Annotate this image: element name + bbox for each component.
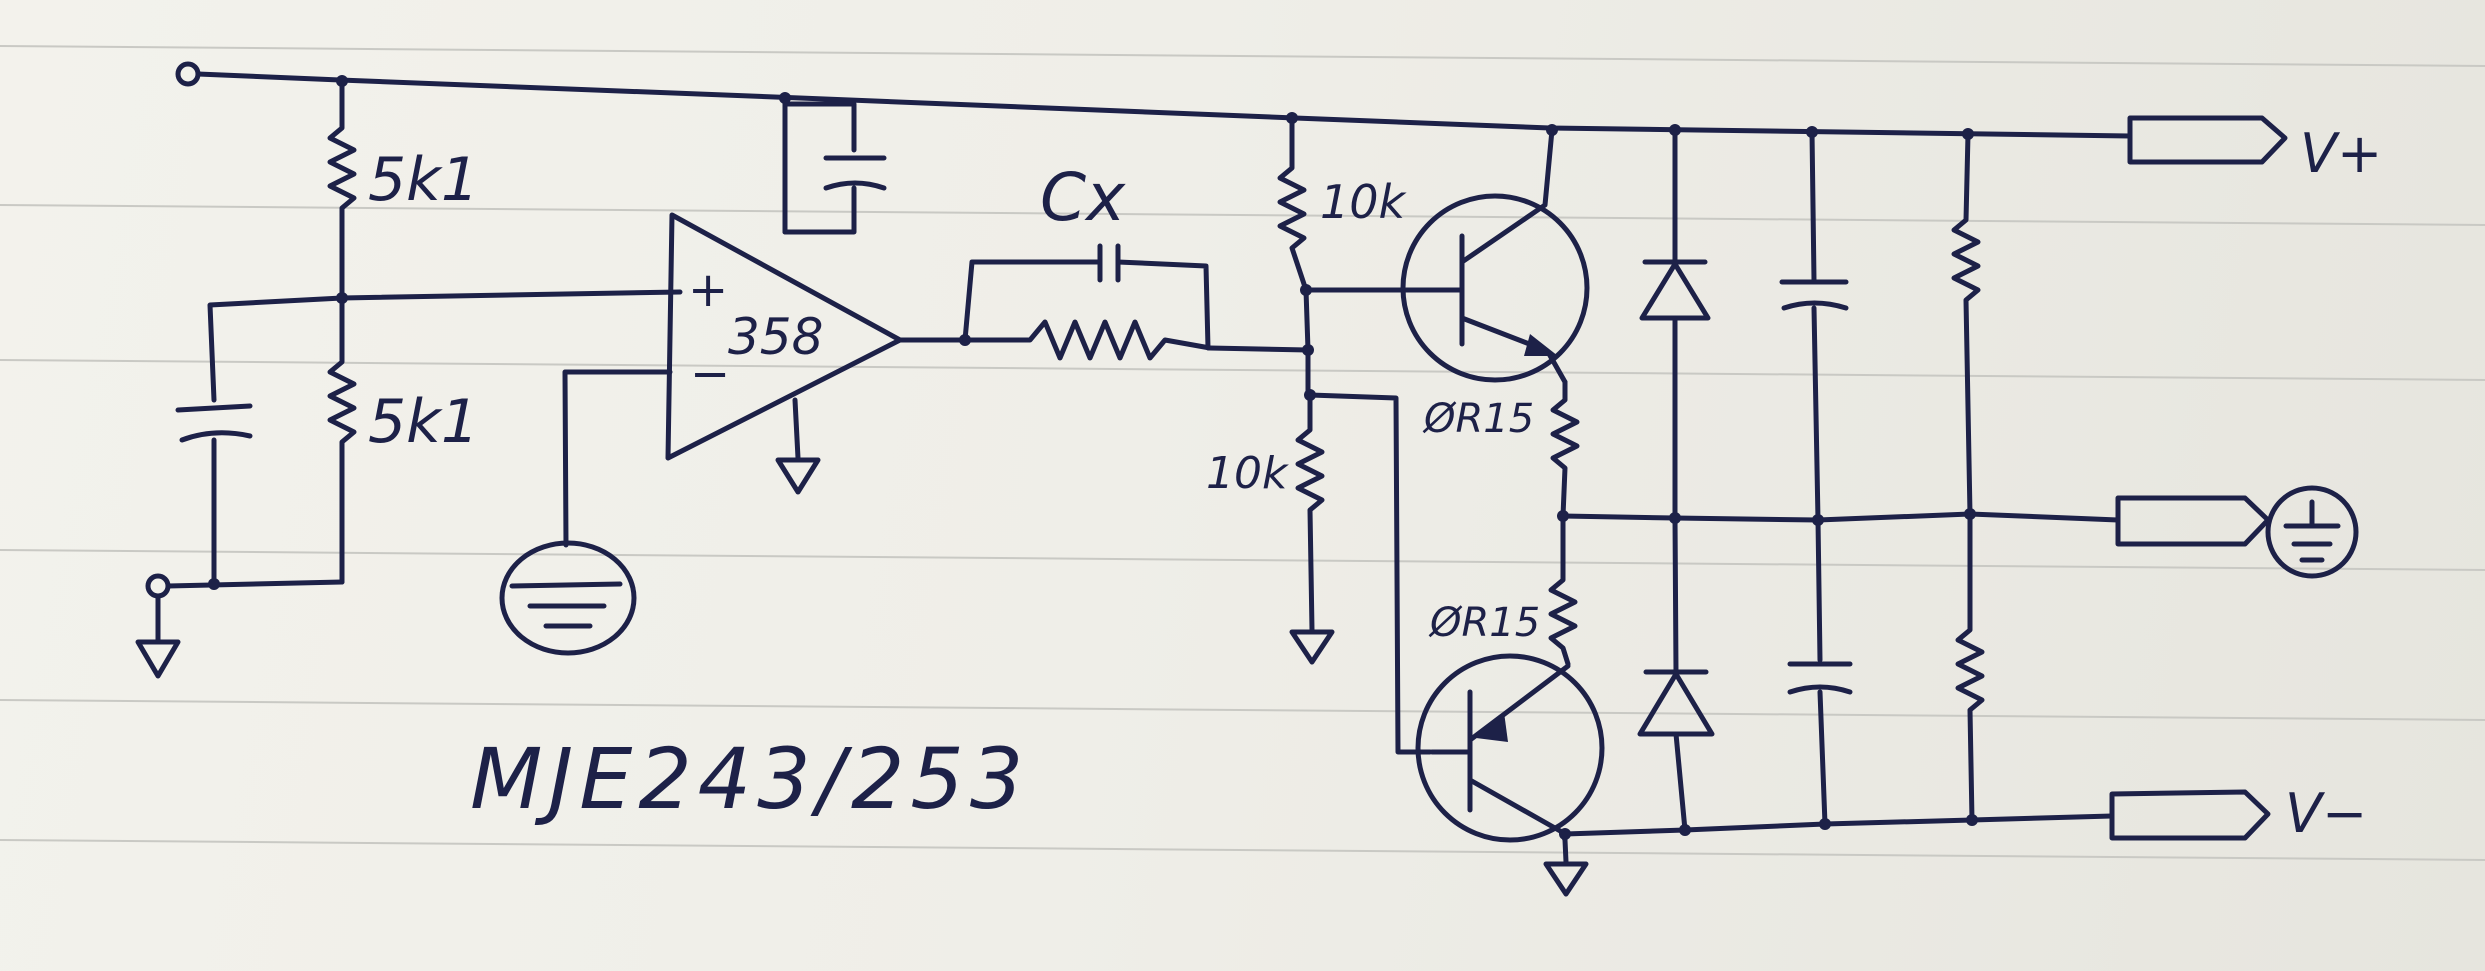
npn-circle: [1400, 193, 1590, 383]
bypass-capacitor: [179, 430, 253, 443]
emitter-resistors: ØR15 ØR15: [1422, 379, 1580, 667]
filter-capacitors: [1779, 126, 1853, 830]
label-cx: Cx: [1040, 159, 1126, 236]
cx-network: Cx: [897, 159, 1311, 361]
clamp-diodes: [1637, 124, 1715, 836]
resistor-5k1-bottom: [327, 295, 357, 585]
label-vminus: V−: [2285, 782, 2367, 845]
opamp-358: + − 358: [499, 92, 903, 656]
npn-transistor-mje243: [1400, 124, 1590, 385]
capacitor-top: [1781, 300, 1849, 311]
input-terminal-bottom: [145, 573, 171, 599]
supply-bypass-capacitor: [782, 185, 857, 235]
bleeder-resistor-top: [1951, 131, 1981, 517]
pnp-emitter-arrow: [1476, 712, 1508, 742]
resistor-0r15-top: [1550, 379, 1580, 519]
label-5k1-top: 5k1: [368, 145, 479, 215]
output-connectors: V+ V−: [2109, 115, 2382, 845]
label-0r15-bottom: ØR15: [1428, 600, 1540, 646]
negative-rail-wire: [1562, 813, 2115, 837]
pnp-transistor-mje253: [1415, 653, 1605, 897]
part-number-label: MJE243/253: [470, 730, 1029, 828]
label-0r15-top: ØR15: [1422, 396, 1534, 442]
resistor-parallel-cx: [962, 319, 1213, 361]
ground-triangle-input: [135, 639, 181, 679]
capacitor-bottom: [1787, 684, 1853, 695]
label-10k-top: 10k: [1320, 175, 1408, 229]
label-vplus: V+: [2300, 122, 2382, 185]
diode-top: [1639, 261, 1711, 321]
opamp-plus-sign: +: [688, 262, 728, 318]
bleeder-resistors: [1951, 128, 1985, 826]
label-5k1-bottom: 5k1: [368, 387, 479, 457]
bypass-cap-wire-top: [207, 295, 345, 403]
ground-triangle-bias: [1289, 629, 1335, 665]
midpoint-to-plus-input: [339, 289, 683, 301]
ground-symbol-circled-left: [499, 540, 637, 656]
minus-input-wire: [562, 369, 673, 548]
capacitor-cx: [1097, 243, 1121, 283]
connector-vplus: [2127, 115, 2288, 165]
cx-to-bias-wire: [1207, 345, 1311, 353]
opamp-minus-sign: −: [690, 346, 730, 402]
ground-triangle-opamp: [775, 457, 821, 495]
pnp-circle: [1415, 653, 1605, 843]
ruled-lines: [0, 45, 2485, 861]
npn-emitter-arrow: [1524, 334, 1558, 356]
ground-symbol-circled-right: [2265, 485, 2359, 579]
label-10k-bottom: 10k: [1206, 448, 1289, 499]
positive-rail-wire: [195, 71, 2133, 139]
resistor-10k-top: [1277, 115, 1311, 353]
bottom-input-wire: [165, 579, 345, 589]
bias-divider: 10k 10k: [1206, 112, 1433, 755]
bleeder-resistor-bottom: [1955, 511, 1985, 823]
bias-to-pnp-base: [1307, 392, 1433, 755]
resistor-10k-bottom: [1295, 392, 1325, 633]
opamp-triangle: [665, 212, 903, 461]
input-divider: 5k1 5k1: [135, 61, 2133, 679]
ground-triangle-pnp: [1543, 861, 1589, 897]
resistor-0r15-bottom: [1548, 513, 1578, 667]
connector-vminus: [2109, 789, 2271, 841]
ground-rail-wire: [1560, 511, 2121, 523]
resistor-5k1-top: [327, 78, 357, 301]
opamp-part-label: 358: [728, 308, 823, 366]
connector-ground: [2115, 495, 2271, 547]
input-terminal-top: [175, 61, 201, 87]
diode-bottom: [1637, 671, 1715, 737]
